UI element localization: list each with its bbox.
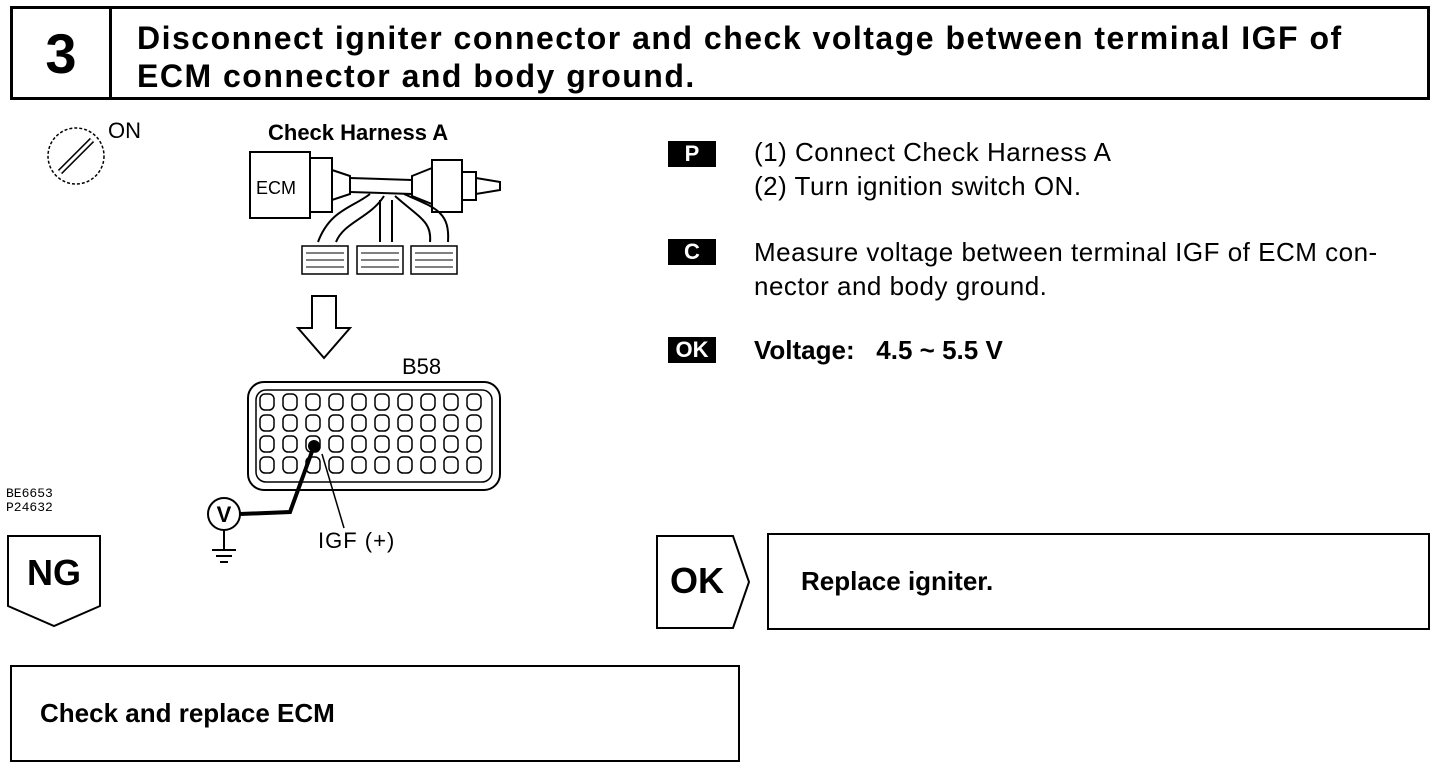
connector-pin (305, 393, 321, 411)
prep-instructions: (1) Connect Check Harness A (2) Turn ign… (754, 135, 1111, 203)
connector-pin (397, 435, 413, 453)
test-connectors (301, 245, 458, 275)
step-title-line-1: Disconnect igniter connector and check v… (137, 20, 1343, 56)
connector-pin (466, 456, 482, 474)
down-arrow-icon (295, 295, 353, 360)
check-instructions: Measure voltage between terminal IGF of … (754, 235, 1378, 303)
connector-pin (443, 435, 459, 453)
connector-pin (397, 393, 413, 411)
prep-line-2: (2) Turn ignition switch ON. (754, 171, 1082, 201)
prep-line-1: (1) Connect Check Harness A (754, 137, 1112, 167)
connector-pin (259, 414, 275, 432)
connector-pin (374, 435, 390, 453)
connector-pin (259, 456, 275, 474)
connector-pin (466, 414, 482, 432)
step-title-line-2: ECM connector and body ground. (137, 58, 696, 94)
terminal-label: IGF (+) (318, 528, 396, 553)
connector-pin (443, 414, 459, 432)
ecm-unit-icon (249, 151, 351, 219)
connector-pin (420, 456, 436, 474)
connector-pin (282, 456, 298, 474)
check-line-2: nector and body ground. (754, 271, 1048, 301)
connector-pin (466, 393, 482, 411)
connector-pin (282, 414, 298, 432)
connector-pin (466, 435, 482, 453)
connector-pin (282, 435, 298, 453)
connector-pin (374, 414, 390, 432)
figure-code: BE6653 (6, 486, 53, 501)
voltmeter-icon (207, 497, 241, 563)
connector-pin (351, 456, 367, 474)
connector-pin (351, 414, 367, 432)
harness-wires (317, 177, 450, 243)
terminal-igf-dot (308, 440, 320, 452)
step-title: Disconnect igniter connector and check v… (137, 19, 1407, 95)
terminal-leader (321, 453, 345, 529)
connector-pin (443, 456, 459, 474)
connector-pin (282, 393, 298, 411)
ng-action-box: Check and replace ECM (10, 665, 740, 762)
figure-codes: BE6653 P24632 (6, 487, 53, 515)
connector-pin (374, 456, 390, 474)
connector-pin (374, 393, 390, 411)
harness-connector-icon (411, 159, 501, 213)
voltmeter-label: V (217, 502, 232, 527)
prep-tag: P (668, 141, 716, 167)
switch-on-label: ON (108, 118, 141, 143)
connector-pin (420, 435, 436, 453)
ok-spec: Voltage: 4.5 ~ 5.5 V (754, 335, 1003, 365)
connector-pin (351, 393, 367, 411)
connector-pin (420, 414, 436, 432)
harness-label: Check Harness A (268, 120, 449, 145)
harness-diagram: V (47, 127, 501, 563)
ecm-label: ECM (256, 178, 296, 198)
ok-action: Replace igniter. (801, 566, 994, 596)
ok-label: OK (670, 560, 724, 601)
ng-pennant (7, 535, 101, 628)
step-header: 3 Disconnect igniter connector and check… (10, 6, 1430, 100)
connector-pin (397, 414, 413, 432)
connector-pin (259, 435, 275, 453)
step-number: 3 (13, 9, 112, 97)
connector-pin (259, 393, 275, 411)
check-line-1: Measure voltage between terminal IGF of … (754, 237, 1378, 267)
connector-pin (420, 393, 436, 411)
ok-action-box: Replace igniter. (767, 533, 1430, 630)
connector-pin (443, 393, 459, 411)
connector-pin (351, 435, 367, 453)
ok-tag: OK (668, 337, 716, 363)
connector-pin (328, 393, 344, 411)
b58-connector-icon (247, 381, 501, 491)
ok-pennant (656, 535, 751, 629)
connector-pin (328, 414, 344, 432)
connector-label: B58 (402, 354, 442, 379)
probe-wire (239, 445, 316, 516)
ng-action: Check and replace ECM (40, 698, 335, 728)
connector-pin (397, 456, 413, 474)
check-tag: C (668, 239, 716, 265)
connector-pin (328, 435, 344, 453)
figure-code: P24632 (6, 500, 53, 515)
connector-pin (328, 456, 344, 474)
connector-pin (305, 414, 321, 432)
ignition-switch-icon (47, 127, 105, 185)
ng-label: NG (27, 552, 81, 593)
